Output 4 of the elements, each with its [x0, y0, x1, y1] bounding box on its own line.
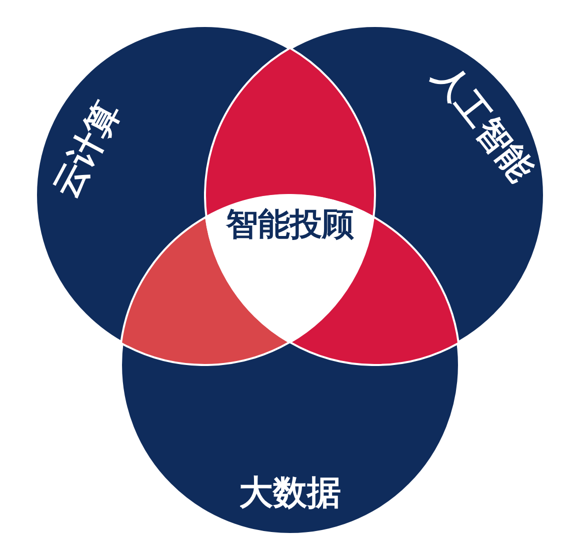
circle-label: 大数据: [239, 476, 341, 510]
center-label: 智能投顾: [226, 208, 354, 240]
circle-label: 人工智能: [428, 58, 538, 188]
circle-label: 云计算: [48, 97, 126, 203]
